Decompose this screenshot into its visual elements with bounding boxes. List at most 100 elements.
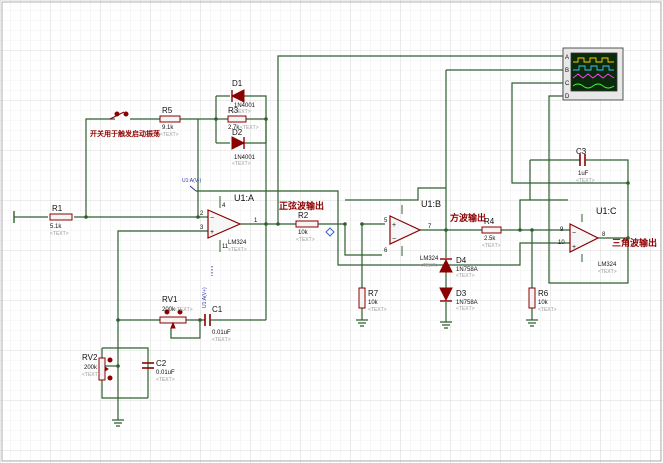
svg-text:−: − [572, 230, 576, 237]
d1-name: D1 [232, 79, 243, 88]
d3-value: 1N758A [456, 300, 478, 306]
r6-name: R6 [538, 289, 549, 298]
rv1-value: 200k [162, 307, 176, 313]
r2-value: 10k [298, 230, 309, 236]
opamp-u1b[interactable]: + − U1:B LM324 <TEXT> 5 6 7 [384, 199, 441, 269]
scope-trace-c [572, 73, 615, 79]
u1a-pin-inv: 2 [200, 211, 204, 217]
c1-text: <TEXT> [212, 337, 231, 343]
resistor-r1[interactable]: R1 5.1k <TEXT> [49, 204, 73, 237]
scope-trace-a [573, 57, 614, 63]
resistor-r6[interactable]: R6 10k <TEXT> [528, 287, 557, 313]
ground-symbols [112, 319, 538, 427]
r1-name: R1 [52, 204, 63, 213]
d4-value: 1N758A [456, 267, 478, 273]
rv2-text: <TEXT> [82, 372, 101, 378]
capacitor-c1[interactable]: C1 0.01uF <TEXT> [204, 305, 231, 343]
resistor-r7[interactable]: R7 10k <TEXT> [358, 287, 387, 313]
svg-text:−: − [392, 236, 396, 243]
u1a-pin-out: 1 [254, 218, 258, 224]
capacitor-c3[interactable]: C3 1uF <TEXT> [576, 147, 598, 184]
u1c-part: LM324 [598, 262, 617, 268]
c2-label: C2 [156, 359, 167, 368]
r3-text: <TEXT> [240, 125, 259, 131]
scope-channel-b: B [565, 68, 569, 74]
d1-text: <TEXT> [232, 109, 251, 115]
u1b-part: LM324 [420, 256, 439, 262]
d1-value: 1N4001 [234, 103, 256, 109]
r2-text: <TEXT> [296, 237, 315, 243]
resistor-r4[interactable]: R4 2.5k <TEXT> [481, 217, 502, 249]
scope-trace-b [573, 65, 614, 71]
probe-vminus[interactable]: U1:A(V-) [182, 178, 202, 192]
rv2-value: 200k [84, 365, 98, 371]
r1-value: 5.1k [50, 224, 62, 230]
net-label-triangle: 三角波输出 [612, 237, 657, 248]
potentiometer-rv2[interactable]: RV2 200k <TEXT> [82, 353, 113, 381]
u1c-pin-out: 8 [602, 232, 606, 238]
u1a-pin-noninv: 3 [200, 225, 204, 231]
u1b-text: <TEXT> [420, 263, 439, 269]
u1c-name: U1:C [596, 206, 617, 216]
d2-text: <TEXT> [232, 161, 251, 167]
wires [22, 55, 629, 420]
u1a-pin-vplus: 4 [222, 203, 226, 209]
net-label-square: 方波输出 [450, 212, 486, 223]
scope-channel-a: A [565, 55, 569, 61]
c1-name: C1 [212, 305, 223, 314]
probe-vminus-label: U1:A(V-) [182, 178, 202, 184]
rv1-name: RV1 [162, 295, 178, 304]
probe-vplus-label: U1:A(V+) [202, 287, 208, 308]
capacitor-c2[interactable]: C2 C2 0.01uF <TEXT> [142, 359, 175, 383]
resistor-r3[interactable]: R3 2.7k <TEXT> [227, 106, 259, 131]
c3-text: <TEXT> [576, 178, 595, 184]
probe-vplus[interactable]: U1:A(V+) [202, 266, 213, 308]
c2-text: <TEXT> [156, 377, 175, 383]
r4-value: 2.5k [484, 236, 496, 242]
r7-name: R7 [368, 289, 379, 298]
resistor-r2[interactable]: R2 10k <TEXT> [295, 211, 319, 243]
u1b-pin-inv: 6 [384, 248, 388, 254]
r5-name: R5 [162, 106, 173, 115]
resistor-r5[interactable]: R5 9.1k <TEXT> [159, 106, 181, 138]
d4-text: <TEXT> [456, 273, 475, 279]
oscilloscope[interactable]: A B C D [562, 47, 624, 101]
c3-name: C3 [576, 147, 587, 156]
u1a-pin-vminus: 11 [222, 244, 229, 250]
r7-text: <TEXT> [368, 307, 387, 313]
u1c-pin-inv: 9 [560, 227, 564, 233]
u1b-pin-out: 7 [428, 224, 432, 230]
u1a-part: LM324 [228, 240, 247, 246]
opamp-u1c[interactable]: − + U1:C LM324 <TEXT> 9 10 8 [558, 206, 617, 275]
diode-d3[interactable]: D3 1N758A <TEXT> [439, 287, 478, 312]
diode-d1[interactable]: D1 1N4001 <TEXT> [230, 79, 256, 115]
r6-value: 10k [538, 300, 549, 306]
u1c-text: <TEXT> [598, 269, 617, 275]
r4-text: <TEXT> [482, 243, 501, 249]
u1a-text: <TEXT> [228, 247, 247, 253]
svg-text:+: + [392, 222, 396, 229]
c2-value: 0.01uF [156, 370, 175, 376]
diode-d2[interactable]: D2 1N4001 <TEXT> [231, 128, 256, 167]
u1a-name: U1:A [234, 193, 254, 203]
d2-value: 1N4001 [234, 155, 256, 161]
r5-value: 9.1k [162, 125, 174, 131]
ground-terminal-left [13, 211, 22, 223]
d2-name: D2 [232, 128, 243, 137]
r6-text: <TEXT> [538, 307, 557, 313]
u1c-pin-noninv: 10 [558, 240, 565, 246]
rv1-text: <TEXT> [174, 307, 193, 313]
c1-value: 0.01uF [212, 330, 231, 336]
diode-d4[interactable]: D4 1N758A <TEXT> [439, 256, 478, 279]
r1-text: <TEXT> [50, 231, 69, 237]
scope-channel-d: D [565, 94, 570, 100]
trigger-switch[interactable]: 开关用于触发启动振荡 [90, 111, 160, 138]
net-label-sine: 正弦波输出 [279, 200, 324, 211]
potentiometer-rv1[interactable]: RV1 200k <TEXT> [159, 295, 193, 329]
u1b-pin-noninv: 5 [384, 218, 388, 224]
r7-value: 10k [368, 300, 379, 306]
opamp-u1a[interactable]: − + U1:A LM324 <TEXT> 2 3 1 4 11 [200, 193, 258, 253]
scope-channel-c: C [565, 81, 570, 87]
